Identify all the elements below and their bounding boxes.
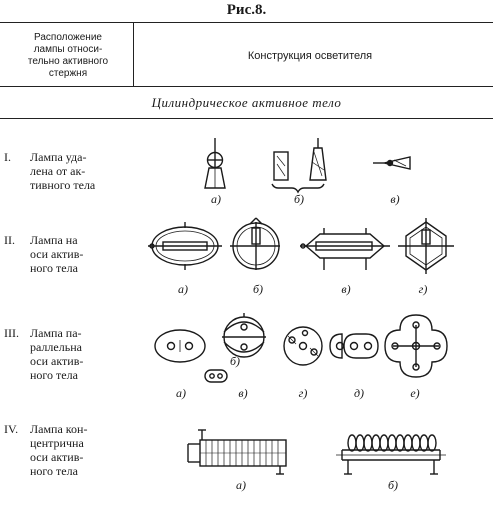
label-row3-f: е): [410, 386, 420, 400]
row-number: IV.: [4, 422, 19, 436]
header-divider: [133, 22, 134, 86]
row-number: III.: [4, 326, 19, 340]
drawing-row3-d: [283, 326, 323, 366]
header-left-line: тельно активного: [27, 56, 109, 67]
label-row2-b: б): [252, 282, 264, 296]
drawing-row4-a: [187, 429, 287, 475]
label-row3-b: б): [229, 354, 241, 368]
drawing-row2-a: [148, 222, 222, 270]
row-label-line: Лампа па-: [30, 326, 82, 340]
row-label-line: оси актив-: [30, 247, 84, 261]
row-label-line: раллельна: [30, 340, 82, 354]
drawing-row3-e: [329, 333, 379, 359]
label-row3-a: а): [176, 386, 186, 400]
header-lamp-position: Расположение лампы относи- тельно активн…: [6, 32, 130, 80]
figure-title: Рис.8.: [226, 2, 267, 18]
drawing-row3-c: [204, 369, 228, 383]
header-left-line: стержня: [48, 68, 88, 79]
row-label-line: ного тела: [30, 368, 78, 382]
label-row3-e: д): [353, 386, 365, 400]
label-row2-a: а): [178, 282, 188, 296]
label-row1-c: в): [390, 192, 400, 206]
drawing-row2-c: [300, 228, 390, 270]
drawing-row1-b: [271, 138, 327, 194]
label-row4-a: а): [236, 478, 246, 492]
label-row2-c: в): [341, 282, 351, 296]
header-illuminator-design: Конструкция осветителя: [247, 50, 373, 62]
label-row2-d: г): [418, 282, 428, 296]
drawing-row2-b: [230, 217, 280, 270]
row-label-1: I. Лампа уда- лена от ак- тивного тела: [4, 150, 128, 192]
drawing-row3-f: [384, 314, 448, 378]
row-label-3: III. Лампа па- раллельна оси актив- ного …: [4, 326, 128, 382]
drawing-row1-a: [204, 138, 226, 189]
row-label-line: оси актив-: [30, 450, 84, 464]
table-top-border: [0, 22, 493, 23]
label-row1-b: б): [293, 192, 305, 206]
row-label-line: ного тела: [30, 261, 78, 275]
drawing-row4-b: [336, 434, 446, 475]
header-left-line: лампы относи-: [33, 44, 103, 55]
label-row3-d: г): [298, 386, 308, 400]
row-label-4: IV. Лампа кон- центрична оси актив- ного …: [4, 422, 128, 478]
header-left-line: Расположение: [34, 32, 102, 43]
drawing-row1-c: [373, 156, 411, 170]
drawing-row3-a: [154, 329, 206, 363]
label-row3-c: в): [238, 386, 248, 400]
row-label-line: Лампа уда-: [30, 150, 87, 164]
row-label-line: оси актив-: [30, 354, 84, 368]
drawing-row2-d: [398, 218, 454, 274]
row-label-line: лена от ак-: [30, 164, 86, 178]
row-label-line: Лампа кон-: [30, 422, 88, 436]
row-label-line: Лампа на: [30, 233, 78, 247]
row-number: II.: [4, 233, 15, 247]
label-row4-b: б): [387, 478, 399, 492]
row-label-2: II. Лампа на оси актив- ного тела: [4, 233, 128, 275]
row-label-line: тивного тела: [30, 178, 96, 192]
drawing-row3-b: [222, 313, 266, 358]
row-label-line: ного тела: [30, 464, 78, 478]
header-bottom-border: [0, 86, 493, 87]
row-label-line: центрична: [30, 436, 84, 450]
section-title: Цилиндрическое активное тело: [151, 95, 342, 110]
label-row1-a: а): [211, 192, 221, 206]
section-bottom-border: [0, 118, 493, 119]
row-number: I.: [4, 150, 11, 164]
